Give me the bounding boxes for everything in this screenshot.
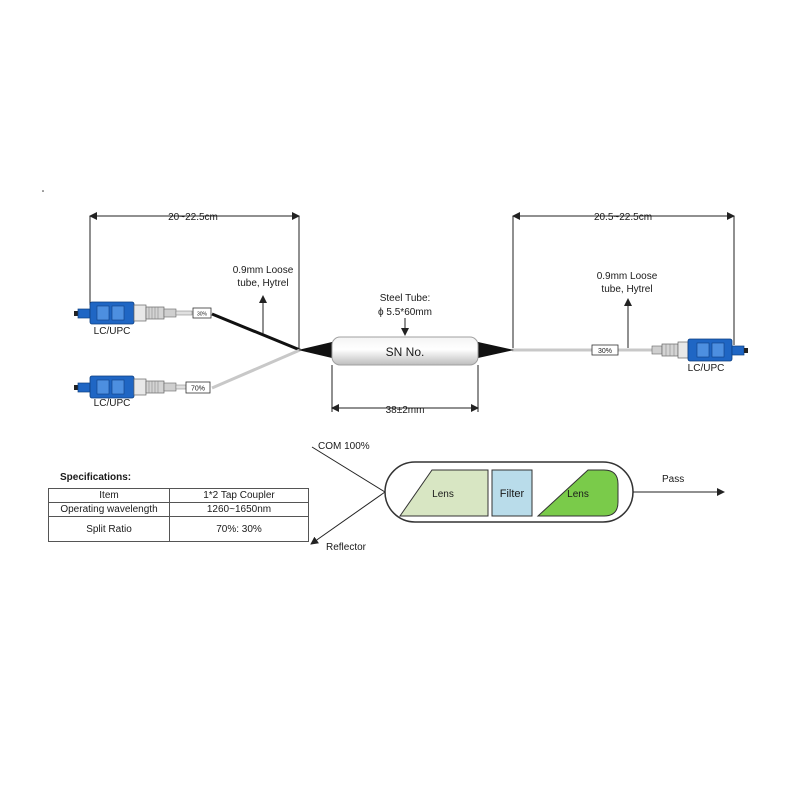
table-row: Operating wavelength 1260~1650nm (48, 502, 309, 517)
tag-bottom-left (185, 381, 211, 394)
black-fiber (211, 312, 301, 352)
steel-tube: SN No. (298, 336, 514, 366)
lens-left-shape (399, 469, 489, 517)
connector-right: 30% LC/UPC (591, 338, 748, 374)
loose-tube-left-callout: 0.9mm Loose tube, Hytrel (233, 265, 294, 334)
svg-text:38±2mm: 38±2mm (386, 405, 425, 416)
specifications-table: Item 1*2 Tap Coupler Operating wavelengt… (48, 488, 309, 542)
connector-top-left-label: LC/UPC (94, 326, 131, 337)
svg-text:30%: 30% (197, 312, 208, 318)
table-cell: 1260~1650nm (169, 502, 309, 517)
specifications-title: Specifications: (60, 472, 132, 483)
lens-right-label: Lens (567, 489, 589, 500)
tag-top-left (192, 307, 212, 319)
svg-text:ϕ 5.5*60mm: ϕ 5.5*60mm (378, 307, 432, 318)
lens-left-label: Lens (432, 489, 454, 500)
connector-bottom-left-label: LC/UPC (94, 398, 131, 409)
lens-right-shape (536, 469, 619, 517)
table-cell: 70%: 30% (169, 516, 309, 542)
left-dimension: 20~22.5cm (89, 212, 300, 348)
svg-text:0.9mm Loose: 0.9mm Loose (233, 265, 294, 276)
connector-top-left: 30% LC/UPC (74, 301, 212, 337)
loose-tube-right-callout: 0.9mm Loose tube, Hytrel (597, 271, 658, 348)
table-row: Split Ratio 70%: 30% (48, 516, 309, 542)
reflector-arrow (310, 491, 386, 545)
steel-tube-callout: Steel Tube: ϕ 5.5*60mm (378, 293, 432, 336)
table-cell: 1*2 Tap Coupler (169, 488, 309, 503)
com-label: COM 100% (318, 441, 370, 452)
connector-bottom-left: 70% LC/UPC (74, 375, 211, 409)
optical-schematic: COM 100% Reflector Lens Filter Lens Pass (310, 441, 725, 553)
right-length-label: 20.5~22.5cm (594, 212, 652, 223)
filter-label: Filter (500, 488, 525, 500)
com-line (311, 446, 386, 493)
table-cell: Split Ratio (48, 516, 170, 542)
table-cell: Operating wavelength (48, 502, 170, 517)
table-row: Item 1*2 Tap Coupler (48, 488, 309, 503)
tag-right (591, 344, 619, 356)
svg-text:70%: 70% (191, 386, 205, 393)
svg-text:0.9mm Loose: 0.9mm Loose (597, 271, 658, 282)
sn-number-label: SN No. (386, 345, 425, 359)
filter-shape (491, 469, 533, 517)
svg-text:tube, Hytrel: tube, Hytrel (237, 278, 288, 289)
pass-label: Pass (662, 474, 684, 485)
svg-text:30%: 30% (598, 348, 612, 355)
connector-right-label: LC/UPC (688, 363, 725, 374)
tube-dimension: 38±2mm (331, 365, 479, 416)
right-dimension: 20.5~22.5cm (512, 212, 735, 348)
table-cell: Item (48, 488, 170, 503)
svg-text:Steel Tube:: Steel Tube: (380, 293, 431, 304)
gray-fiber-left (211, 348, 301, 390)
left-length-label: 20~22.5cm (168, 212, 218, 223)
reflector-label: Reflector (326, 542, 367, 553)
svg-text:tube, Hytrel: tube, Hytrel (601, 284, 652, 295)
